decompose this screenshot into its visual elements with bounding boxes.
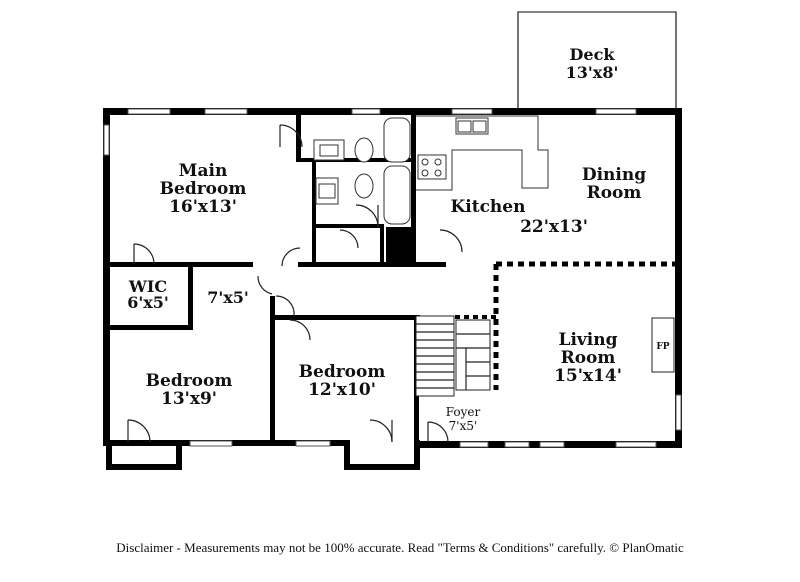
dining-name-2: Room: [587, 183, 642, 203]
main-bedroom-name-2: Bedroom: [160, 179, 247, 199]
living-size: 15'x14': [554, 366, 622, 386]
bedroom-mid-name: Bedroom: [299, 362, 386, 382]
bedroom-left-size: 13'x9': [161, 389, 217, 409]
kitchen-counters: [416, 115, 549, 191]
deck: [517, 11, 677, 110]
foyer-size: 7'x5': [449, 419, 478, 433]
hall-size: 7'x5': [207, 288, 249, 307]
windows: [103, 108, 682, 448]
wic-size: 6'x5': [127, 293, 169, 312]
living-name-2: Room: [561, 348, 616, 368]
main-bedroom-size: 16'x13': [169, 197, 237, 217]
disclaimer-text: Disclaimer - Measurements may not be 100…: [116, 540, 684, 555]
room-labels: Deck 13'x8' Main Bedroom 16'x13' Kitchen…: [127, 45, 646, 433]
deck-size: 13'x8': [566, 63, 619, 82]
doors: [127, 124, 463, 443]
dining-name-1: Dining: [582, 165, 646, 185]
bedroom-left-name: Bedroom: [146, 371, 233, 391]
dining-size: 22'x13': [520, 217, 588, 237]
living-name-1: Living: [559, 330, 618, 350]
fireplace: FP: [651, 317, 675, 373]
deck-name: Deck: [570, 45, 616, 64]
foyer-name: Foyer: [446, 405, 481, 419]
bedroom-mid-size: 12'x10': [308, 380, 376, 400]
kitchen-name: Kitchen: [451, 197, 526, 217]
bathroom-fixtures: [313, 117, 411, 225]
fireplace-label: FP: [656, 342, 669, 352]
staircase: [415, 315, 491, 397]
wic-name: WIC: [128, 277, 167, 296]
main-bedroom-name-1: Main: [179, 161, 228, 181]
